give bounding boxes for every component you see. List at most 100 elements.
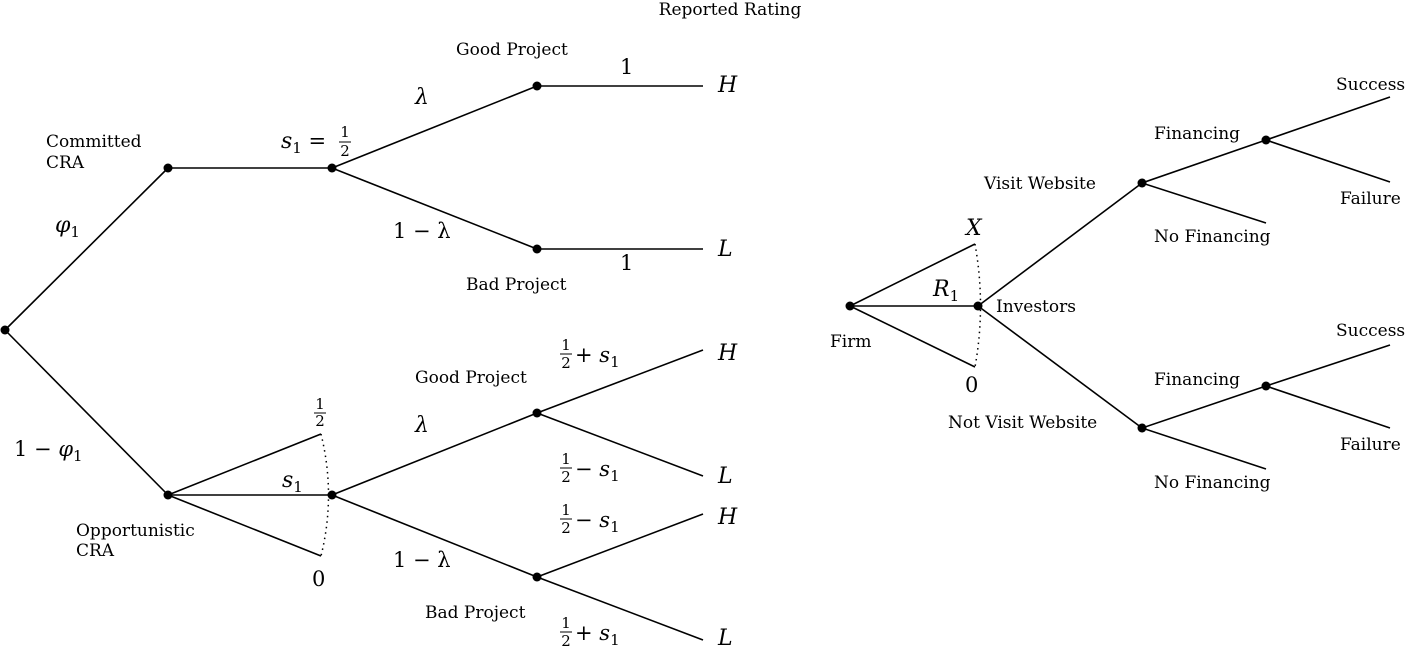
svg-text:s1 =: s1 = [281, 129, 326, 157]
label-phi1: φ1 [55, 213, 80, 241]
svg-text:2: 2 [561, 468, 571, 486]
opportunistic-rating-node [327, 490, 337, 500]
label-one-top: 1 [620, 55, 633, 79]
label-no-financing-top: No Financing [1154, 227, 1271, 247]
edge-opp-bad [331, 494, 538, 578]
notvisit-node [1137, 423, 1147, 433]
svg-text:− s1: − s1 [575, 457, 620, 485]
label-half-plus-s1-top: 1 2 + s1 [560, 336, 620, 372]
svg-text:1: 1 [315, 395, 325, 413]
label-one-minus-lambda-top: 1 − λ [393, 219, 451, 243]
visit-financing-node [1261, 135, 1271, 145]
opportunistic-node [163, 490, 173, 500]
svg-text:− s1: − s1 [575, 508, 620, 536]
label-half-branch: 1 2 [314, 395, 326, 430]
notvisit-financing-node [1261, 381, 1271, 391]
svg-text:2: 2 [340, 142, 350, 160]
svg-text:1: 1 [561, 614, 571, 632]
label-X: X [964, 216, 983, 241]
label-lambda-top: λ [414, 85, 429, 110]
visit-node [1137, 178, 1147, 188]
edge-visit-failure [1265, 139, 1391, 183]
label-lambda-bottom: λ [414, 413, 429, 438]
label-failure-top: Failure [1340, 189, 1401, 209]
edge-investors-notvisit [977, 305, 1143, 429]
label-half-plus-s1-bottom: 1 2 + s1 [560, 614, 620, 648]
label-success-top: Success [1336, 75, 1405, 95]
opportunistic-good-node [532, 408, 542, 418]
edge-firm-X [849, 243, 976, 307]
edge-opp-bad-L [536, 576, 704, 641]
svg-text:1: 1 [561, 450, 571, 468]
edge-opp-good [331, 412, 538, 496]
diagram-title: Reported Rating [659, 0, 802, 20]
left-tree: φ1 1 − φ1 Committed CRA Opportunistic CR… [0, 40, 738, 648]
edge-opp-half [167, 433, 322, 496]
edge-root-committed [4, 167, 169, 331]
label-bad-project-top: Bad Project [466, 275, 567, 295]
label-L-top: L [717, 237, 733, 262]
label-zero-right: 0 [965, 373, 978, 397]
opportunistic-bad-node [532, 572, 542, 582]
label-financing-top: Financing [1154, 124, 1240, 144]
edge-committed-bad [331, 167, 538, 250]
label-half-minus-s1-b: 1 2 − s1 [560, 501, 620, 537]
label-L-opp-bad: L [717, 626, 733, 648]
right-tree: Firm Investors X R1 0 Visit Website Not … [830, 75, 1405, 493]
edge-visit-nofinancing [1141, 182, 1267, 224]
label-bad-project-bottom: Bad Project [425, 603, 526, 623]
label-investors: Investors [996, 297, 1076, 317]
edge-committed-good [331, 85, 538, 169]
edge-notvisit-failure [1265, 385, 1391, 429]
label-s1-branch: s1 [282, 468, 303, 496]
label-R1: R1 [932, 277, 959, 305]
label-one-bottom: 1 [620, 251, 633, 275]
label-firm: Firm [830, 332, 871, 352]
label-H-top: H [717, 73, 738, 98]
committed-good-node [532, 81, 542, 91]
svg-text:2: 2 [561, 354, 571, 372]
label-financing-bottom: Financing [1154, 370, 1240, 390]
edge-notvisit-success [1265, 344, 1391, 387]
svg-text:1: 1 [340, 123, 350, 141]
edge-notvisit-nofinancing [1141, 427, 1267, 470]
label-one-minus-lambda-bottom: 1 − λ [393, 548, 451, 572]
svg-text:1: 1 [561, 336, 571, 354]
label-s1-equals-half: s1 = 1 2 [281, 123, 351, 160]
label-not-visit-website: Not Visit Website [948, 413, 1097, 433]
label-H-opp-bad: H [717, 505, 738, 530]
label-visit-website: Visit Website [983, 174, 1096, 194]
edge-opp-zero [167, 494, 322, 557]
label-failure-bottom: Failure [1340, 435, 1401, 455]
edge-opp-bad-H [536, 513, 704, 578]
edge-opp-good-H [536, 349, 704, 414]
label-opportunistic-line2: CRA [76, 541, 115, 561]
label-committed-line2: CRA [46, 153, 85, 173]
edge-investors-visit [977, 182, 1143, 307]
edge-notvisit-financing [1141, 385, 1267, 429]
label-zero-branch: 0 [312, 567, 325, 591]
label-H-opp-good: H [717, 341, 738, 366]
edge-root-opportunistic [4, 329, 169, 496]
committed-rating-node [327, 163, 337, 173]
svg-text:1: 1 [561, 501, 571, 519]
edge-visit-financing [1141, 139, 1267, 184]
committed-bad-node [532, 244, 542, 254]
label-good-project-top: Good Project [456, 40, 568, 60]
edge-opp-good-L [536, 412, 704, 477]
label-success-bottom: Success [1336, 321, 1405, 341]
investors-node [973, 301, 983, 311]
svg-text:2: 2 [315, 412, 325, 430]
label-good-project-bottom: Good Project [415, 368, 527, 388]
edge-visit-success [1265, 96, 1391, 141]
edge-firm-zero [849, 305, 976, 368]
committed-node [163, 163, 173, 173]
label-one-minus-phi1: 1 − φ1 [14, 437, 83, 465]
label-committed-line1: Committed [46, 132, 142, 152]
label-opportunistic-line1: Opportunistic [76, 521, 195, 541]
firm-node [845, 301, 855, 311]
label-half-minus-s1-a: 1 2 − s1 [560, 450, 620, 486]
svg-text:2: 2 [561, 632, 571, 648]
svg-text:+ s1: + s1 [575, 343, 620, 371]
